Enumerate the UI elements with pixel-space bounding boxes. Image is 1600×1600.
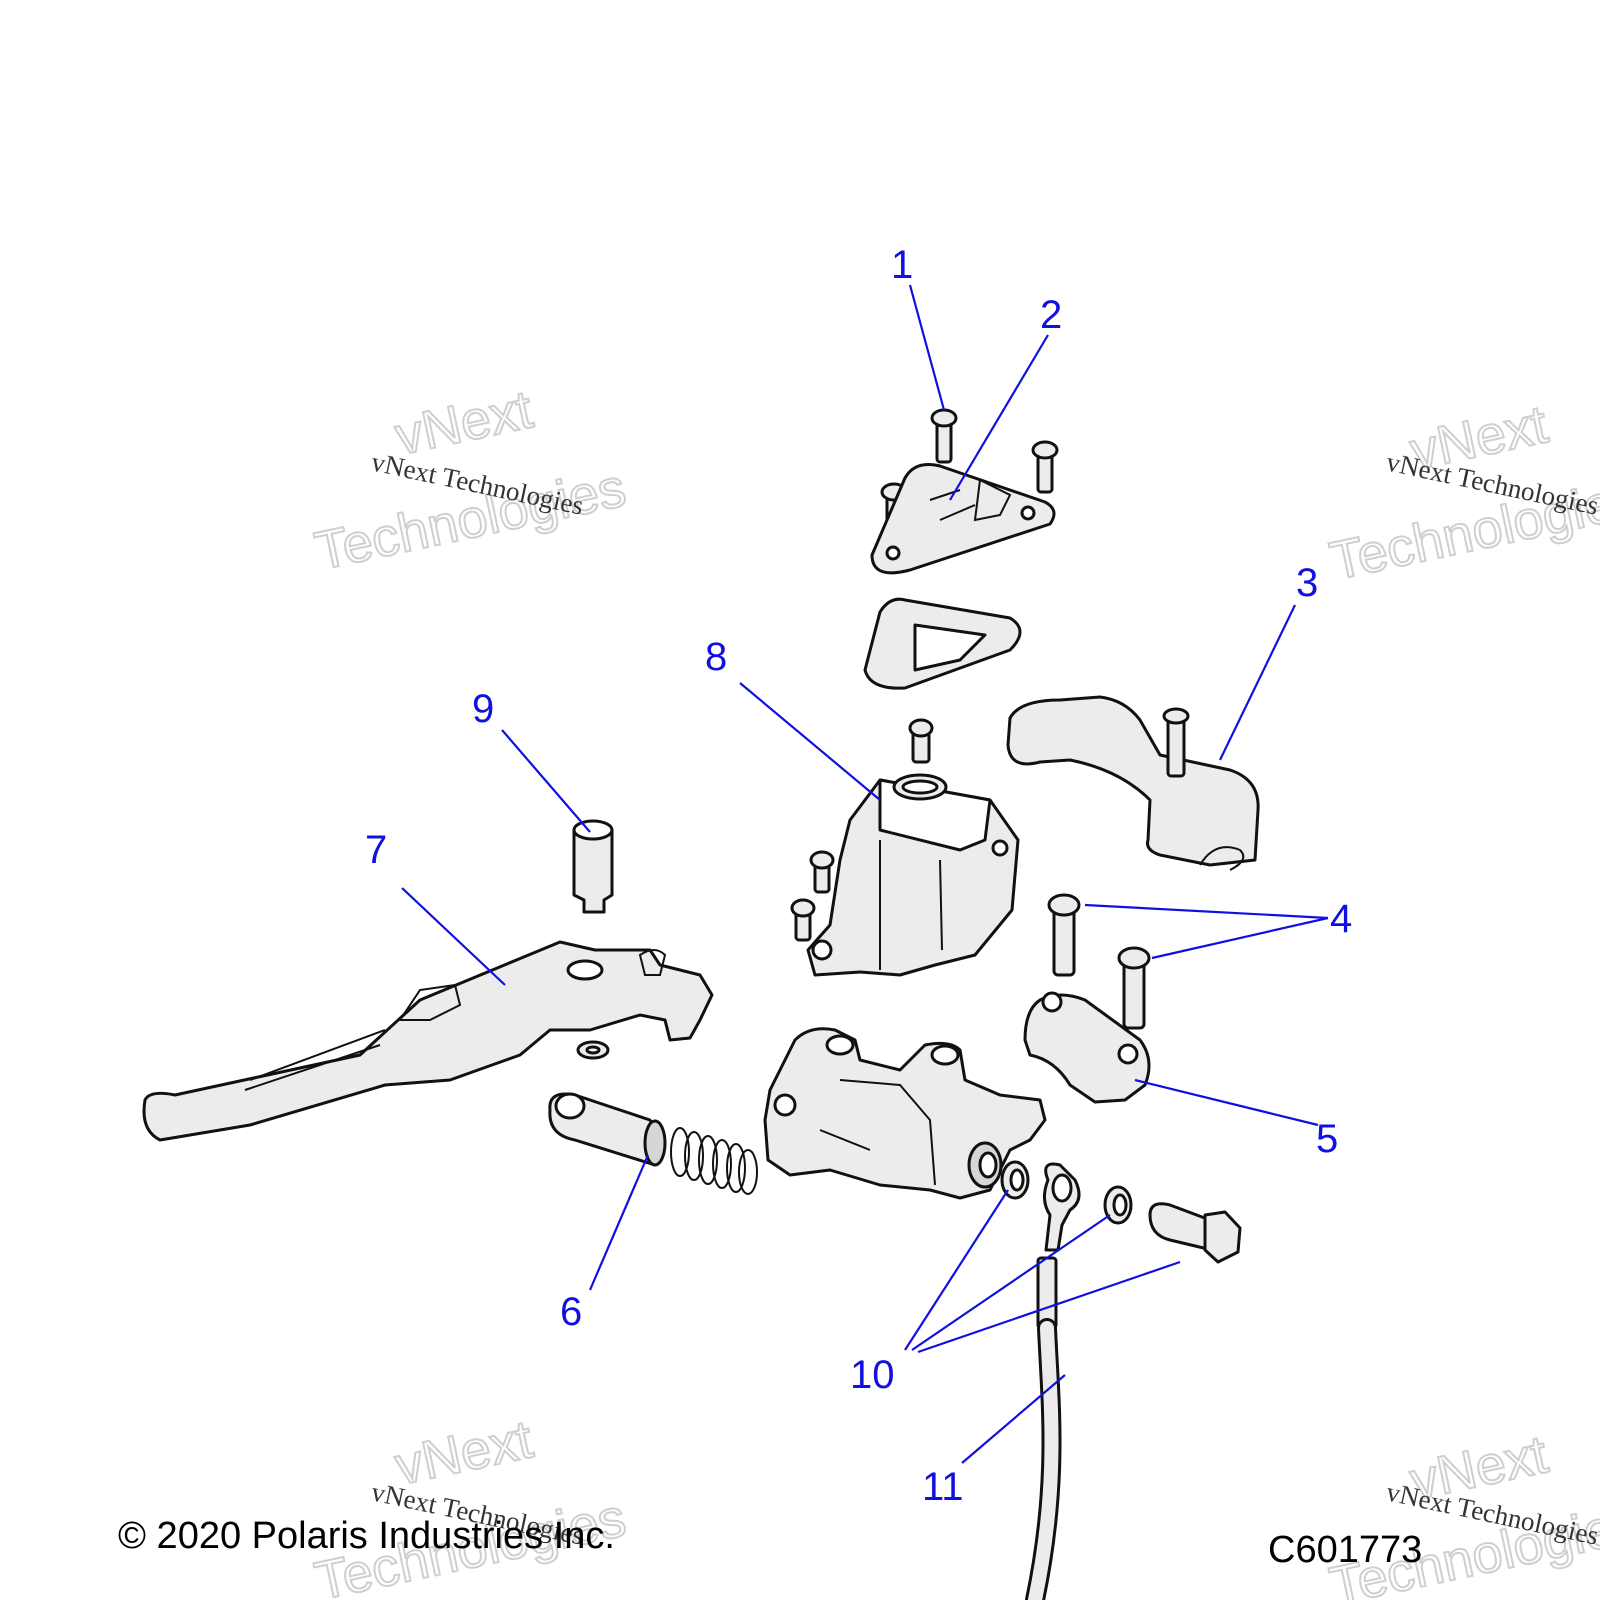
part-lever-washer bbox=[576, 1040, 610, 1060]
part-piston-spring-kit bbox=[548, 1092, 758, 1195]
leader-10c bbox=[917, 1260, 1181, 1354]
part-banjo-washer-a bbox=[1000, 1160, 1030, 1200]
part-clamp-bolt-a bbox=[1047, 893, 1081, 977]
callout-3: 3 bbox=[1296, 561, 1318, 605]
leader-4a bbox=[1084, 903, 1329, 920]
watermark-top-left: vNext Technologies vNext Technologies bbox=[309, 378, 632, 582]
leader-lines bbox=[401, 284, 1329, 1464]
leader-2 bbox=[949, 334, 1049, 501]
part-pivot-bushing bbox=[572, 819, 614, 914]
part-cover-screw-a bbox=[930, 408, 958, 464]
callout-5: 5 bbox=[1316, 1117, 1338, 1161]
leader-10b bbox=[911, 1214, 1111, 1351]
watermark-bottom-right: vNext Technologies vNext Technologies bbox=[1324, 1423, 1600, 1600]
leader-1 bbox=[908, 284, 946, 411]
leader-4b bbox=[1151, 916, 1329, 960]
part-brake-hose bbox=[1025, 1162, 1081, 1600]
part-clamp-bolt-b bbox=[1117, 946, 1151, 1030]
leader-5 bbox=[1134, 1078, 1319, 1127]
copyright-text: © 2020 Polaris Industries Inc. bbox=[118, 1515, 615, 1557]
leader-10a bbox=[904, 1189, 1009, 1351]
part-banjo-bolt bbox=[1148, 1202, 1242, 1264]
leader-8 bbox=[739, 682, 881, 801]
callout-11: 11 bbox=[922, 1465, 964, 1509]
leader-11 bbox=[961, 1374, 1066, 1464]
callout-10: 10 bbox=[850, 1353, 895, 1397]
leader-3 bbox=[1219, 604, 1296, 761]
part-brake-lever bbox=[142, 940, 714, 1142]
callout-7: 7 bbox=[365, 828, 387, 872]
callout-8: 8 bbox=[705, 635, 727, 679]
part-banjo-washer-b bbox=[1103, 1185, 1133, 1225]
leader-7 bbox=[401, 887, 506, 986]
callout-2: 2 bbox=[1040, 293, 1062, 337]
figure-code: C601773 bbox=[1268, 1529, 1422, 1571]
watermark-bottom-left: vNext Technologies vNext Technologies bbox=[309, 1408, 632, 1600]
callout-4: 4 bbox=[1330, 897, 1352, 941]
callout-6: 6 bbox=[560, 1290, 582, 1334]
part-mirror-bracket bbox=[1006, 695, 1260, 871]
callout-1: 1 bbox=[891, 243, 913, 287]
part-cover-screw-b bbox=[1031, 440, 1059, 494]
leader-6 bbox=[588, 1154, 650, 1291]
leader-9 bbox=[501, 729, 591, 833]
part-master-cylinder-body bbox=[763, 1027, 1047, 1200]
part-reservoir-body bbox=[790, 718, 1020, 977]
watermark-top-right: vNext Technologies vNext Technologies bbox=[1324, 393, 1600, 592]
part-diaphragm bbox=[863, 597, 1022, 690]
part-reservoir-cover bbox=[870, 463, 1056, 575]
part-spring-coils bbox=[670, 1127, 758, 1195]
callout-9: 9 bbox=[472, 687, 494, 731]
part-handlebar-clamp bbox=[1023, 991, 1151, 1104]
